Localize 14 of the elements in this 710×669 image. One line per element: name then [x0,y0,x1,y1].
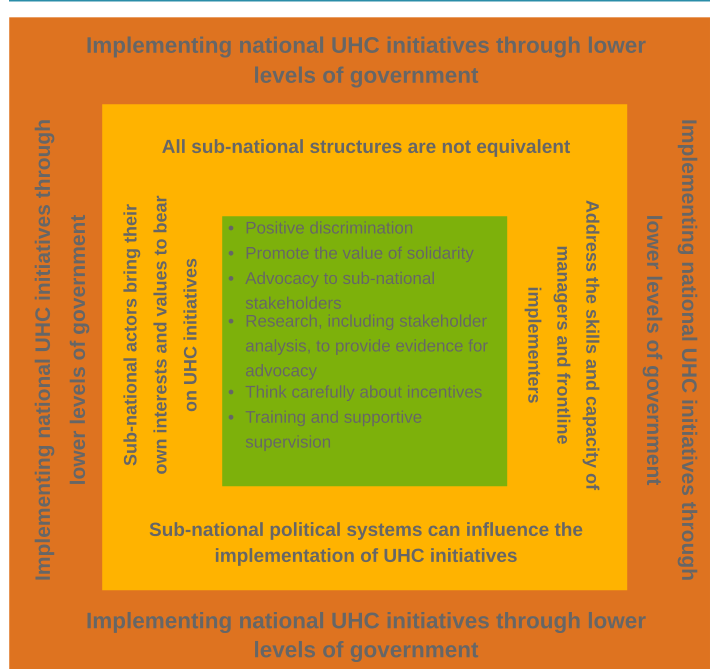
list-item: Advocacy to sub-national stakeholders [228,272,434,309]
panel-text: Implementing national UHC initiatives through lower levels of government [88,36,646,88]
list-item: Training and supportive supervision [228,410,422,452]
panel-text: Address the skills and capacity of managers and frontline implementers [524,200,600,490]
panel-text: All sub-national structures are not equivalent [162,139,570,157]
list-item: Think carefully about incentives [228,385,482,402]
panel-text: Implementing national UHC initiatives through lower levels of government [88,612,646,662]
panel-text: Sub-national actors bring their own interests and values to bear on UHC initiatives [123,196,197,474]
panel-text: Implementing national UHC initiatives through lower levels of government [34,120,90,580]
panel-text: Implementing national UHC initiatives through lower levels of government [642,120,698,580]
panel-text: Sub-national political systems can influence the implementation of UHC initiatives [150,522,582,566]
list-item: Positive discrimination [228,221,412,234]
list-item: Research, including stakeholder analysis, to provide evidence for advocacy [228,314,488,380]
list-item: Promote the value of solidarity [228,246,474,262]
